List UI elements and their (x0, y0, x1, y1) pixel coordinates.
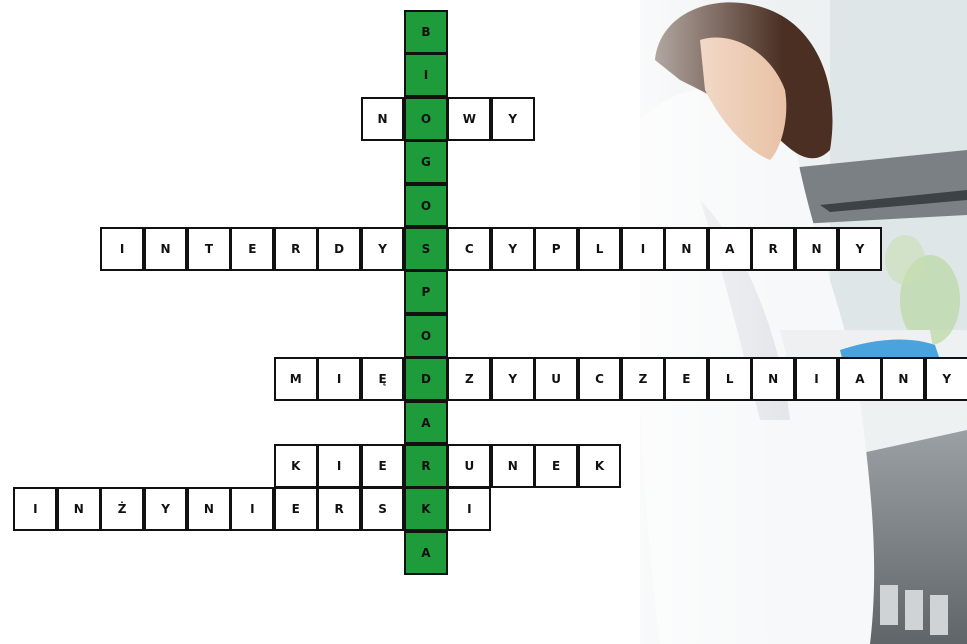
key-letter-cell: A (404, 531, 448, 575)
letter-cell: C (578, 357, 622, 401)
letter-cell: E (361, 444, 405, 488)
letter-cell: A (708, 227, 752, 271)
letter-cell: U (534, 357, 578, 401)
letter-cell: N (361, 97, 405, 141)
letter-cell: E (274, 487, 318, 531)
letter-cell: T (187, 227, 231, 271)
letter-cell: N (491, 444, 535, 488)
letter-cell: Y (491, 357, 535, 401)
letter-cell: K (578, 444, 622, 488)
letter-cell: W (447, 97, 491, 141)
letter-cell: Ę (361, 357, 405, 401)
key-letter-cell: O (404, 97, 448, 141)
key-letter-cell: R (404, 444, 448, 488)
letter-cell: I (13, 487, 57, 531)
letter-cell: N (144, 227, 188, 271)
letter-cell: I (317, 357, 361, 401)
letter-cell: Y (491, 227, 535, 271)
letter-cell: I (795, 357, 839, 401)
key-letter-cell: O (404, 314, 448, 358)
letter-cell: E (664, 357, 708, 401)
letter-cell: Ż (100, 487, 144, 531)
letter-cell: E (534, 444, 578, 488)
key-letter-cell: O (404, 184, 448, 228)
letter-cell: N (187, 487, 231, 531)
letter-cell: P (534, 227, 578, 271)
letter-cell: Y (491, 97, 535, 141)
key-letter-cell: I (404, 53, 448, 97)
letter-cell: Y (361, 227, 405, 271)
key-letter-cell: G (404, 140, 448, 184)
letter-cell: I (100, 227, 144, 271)
letter-cell: I (317, 444, 361, 488)
key-letter-cell: S (404, 227, 448, 271)
letter-cell: C (447, 227, 491, 271)
letter-cell: Z (621, 357, 665, 401)
letter-cell: N (751, 357, 795, 401)
key-letter-cell: D (404, 357, 448, 401)
key-letter-cell: A (404, 401, 448, 445)
letter-cell: N (57, 487, 101, 531)
letter-cell: R (274, 227, 318, 271)
letter-cell: K (274, 444, 318, 488)
letter-cell: R (317, 487, 361, 531)
letter-cell: Z (447, 357, 491, 401)
letter-cell: L (708, 357, 752, 401)
letter-cell: I (447, 487, 491, 531)
letter-cell: I (230, 487, 274, 531)
key-letter-cell: B (404, 10, 448, 54)
letter-cell: M (274, 357, 318, 401)
letter-cell: I (621, 227, 665, 271)
letter-cell: Y (144, 487, 188, 531)
letter-cell: R (751, 227, 795, 271)
letter-cell: L (578, 227, 622, 271)
letter-cell: N (664, 227, 708, 271)
letter-cell: Y (838, 227, 882, 271)
letter-cell: Y (925, 357, 967, 401)
letter-cell: N (795, 227, 839, 271)
letter-cell: D (317, 227, 361, 271)
letter-cell: E (230, 227, 274, 271)
letter-cell: U (447, 444, 491, 488)
key-letter-cell: P (404, 270, 448, 314)
letter-cell: N (881, 357, 925, 401)
key-letter-cell: K (404, 487, 448, 531)
letter-cell: S (361, 487, 405, 531)
letter-cell: A (838, 357, 882, 401)
